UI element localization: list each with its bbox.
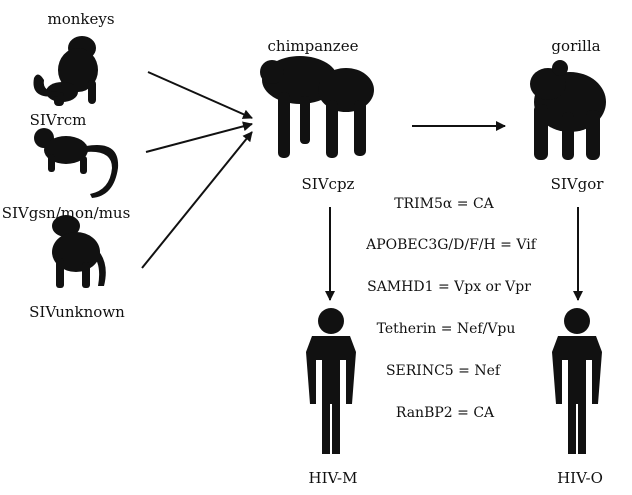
label-chimpanzee: chimpanzee xyxy=(268,37,359,55)
viral-antagonist: Nef xyxy=(474,363,500,379)
human-icon xyxy=(552,308,602,454)
restriction-factor: SAMHD1 xyxy=(367,279,433,295)
label-hiv-o: HIV-O xyxy=(557,469,603,487)
viral-antagonist: Vpx or Vpr xyxy=(454,279,531,295)
factor-row: TRIM5α = CA xyxy=(394,195,494,213)
arrow-rcm-to-chimp xyxy=(148,72,252,118)
restriction-factor: SERINC5 xyxy=(386,363,454,379)
label-siv-gsn: SIVgsn/mon/mus xyxy=(2,204,131,222)
chimpanzee-icon xyxy=(260,56,374,158)
monkey-sitting-icon xyxy=(34,36,99,106)
arrow-gsn-to-chimp xyxy=(146,124,252,152)
label-siv-rcm: SIVrcm xyxy=(30,111,87,129)
monkey-sitting-back-icon xyxy=(52,215,106,288)
arrow-unknown-to-chimp xyxy=(142,132,252,268)
factor-row: Tetherin = Nef/Vpu xyxy=(377,320,516,338)
restriction-factor: Tetherin xyxy=(377,321,437,337)
viral-antagonist: Nef/Vpu xyxy=(457,321,516,337)
restriction-factor: RanBP2 xyxy=(396,405,453,421)
gorilla-icon xyxy=(530,60,606,160)
label-gorilla: gorilla xyxy=(551,37,600,55)
factor-row: APOBEC3G/D/F/H = Vif xyxy=(366,236,536,254)
human-icon xyxy=(306,308,356,454)
viral-antagonist: CA xyxy=(473,196,494,212)
label-siv-cpz: SIVcpz xyxy=(302,175,355,193)
viral-antagonist: CA xyxy=(473,405,494,421)
restriction-factor: TRIM5α xyxy=(394,196,452,212)
viral-antagonist: Vif xyxy=(516,237,536,253)
label-siv-unknown: SIVunknown xyxy=(29,303,125,321)
monkey-long-tail-icon xyxy=(34,128,118,198)
factor-row: RanBP2 = CA xyxy=(396,404,494,422)
factor-row: SERINC5 = Nef xyxy=(386,362,500,380)
factor-row: SAMHD1 = Vpx or Vpr xyxy=(367,278,531,296)
restriction-factor: APOBEC3G/D/F/H xyxy=(366,237,496,253)
label-siv-gor: SIVgor xyxy=(551,175,604,193)
label-hiv-m: HIV-M xyxy=(309,469,358,487)
label-monkeys: monkeys xyxy=(47,10,114,28)
